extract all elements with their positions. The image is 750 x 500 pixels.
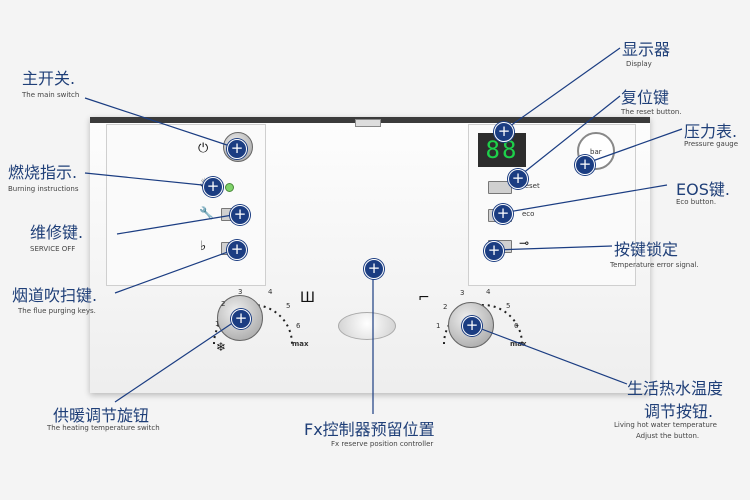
reset-text: reset [522,182,540,190]
label-service-cn: 维修键. [30,223,84,242]
label-reset-en: The reset button. [621,108,682,116]
label-service-en: SERVICE OFF [30,245,76,253]
label-fx-cn: Fx控制器预留位置 [304,420,435,439]
label-pressure-en: Pressure gauge [684,140,739,148]
label-flue-en: The flue purging keys. [18,307,96,315]
eco-text: eco [522,210,535,218]
label-display-cn: 显示器 [622,40,671,59]
scale-3: 3 [238,288,243,296]
label-burning-en: Burning instructions [8,185,79,193]
burning-led [225,183,234,192]
scale-r1: 1 [436,322,441,330]
scale-r2: 2 [443,303,448,311]
label-fx-en: Fx reserve position controller [331,440,434,448]
fx-controller-slot [338,312,396,340]
key-icon: ⊸ [519,236,530,250]
marker-eco[interactable]: + [493,204,513,224]
label-hotwater-en2: Adjust the button. [636,432,700,440]
scale-r5: 5 [506,302,511,310]
knob-max-right: max [510,340,527,348]
radiator-icon: Ш [300,290,315,306]
label-lock-en: Temperature error signal. [610,261,699,269]
wrench-icon: 🔧 [199,206,214,220]
label-hotwater-en1: Living hot water temperature [614,421,717,429]
tap-icon: ⌐ [418,290,430,306]
label-reset-cn: 复位键 [621,88,670,107]
scale-2: 2 [221,300,226,308]
label-eco-cn: EOS键. [676,180,730,199]
label-lock-cn: 按键锁定 [614,240,679,259]
marker-reset[interactable]: + [508,169,528,189]
label-flue-cn: 烟道吹扫键. [12,286,98,305]
label-hotwater-cn2: 调节按钮. [644,402,714,421]
marker-lock[interactable]: + [484,241,504,261]
marker-pressure[interactable]: + [575,155,595,175]
power-icon: ⏻ [198,141,209,156]
marker-display[interactable]: + [494,122,514,142]
scale-6: 6 [296,322,301,330]
scale-1: 1 [215,320,220,328]
marker-service[interactable]: + [230,205,250,225]
reset-button[interactable] [488,181,512,194]
marker-main-switch[interactable]: + [227,139,247,159]
label-heating-en: The heating temperature switch [47,424,160,432]
scale-4: 4 [268,288,273,296]
label-hotwater-cn1: 生活热水温度 [627,379,724,398]
scale-r3: 3 [460,289,465,297]
label-main-switch-en: The main switch [22,91,80,99]
pressure-gauge [577,132,615,170]
snowflake-icon: ❄ [216,340,227,354]
label-eco-en: Eco button. [676,198,717,206]
label-burning-cn: 燃烧指示. [8,163,78,182]
marker-heating[interactable]: + [231,309,251,329]
flue-icon: ♭ [200,239,207,254]
gauge-bar-text: bar [590,148,602,156]
label-main-switch-cn: 主开关. [22,69,76,88]
scale-r4: 4 [486,288,491,296]
label-heating-cn: 供暖调节旋钮 [53,406,150,425]
scale-r6: 6 [514,322,519,330]
label-pressure-cn: 压力表. [684,122,738,141]
panel-tab [355,119,381,127]
knob-max-left: max [292,340,309,348]
scale-5: 5 [286,302,291,310]
marker-flue[interactable]: + [227,240,247,260]
marker-hotwater[interactable]: + [462,316,482,336]
marker-fx[interactable]: + [364,259,384,279]
label-display-en: Display [626,60,652,68]
marker-burning[interactable]: + [203,177,223,197]
